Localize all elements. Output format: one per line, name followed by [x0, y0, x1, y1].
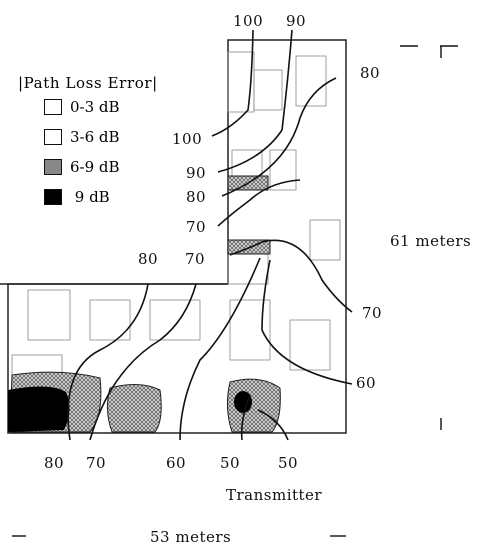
legend-label: 9 dB [70, 188, 110, 206]
contour-label: 90 [186, 164, 207, 182]
legend-swatch-light [44, 129, 62, 145]
legend-item-9: 9 dB [44, 188, 110, 208]
contour-label: 90 [286, 12, 307, 30]
contour-label: 70 [86, 454, 107, 472]
contour-label: 70 [186, 218, 207, 236]
legend-item-3-6: 3-6 dB [44, 128, 120, 148]
contour-label: 50 [220, 454, 241, 472]
contour-label: 80 [186, 188, 207, 206]
legend-item-6-9: 6-9 dB [44, 158, 120, 178]
legend-label: 0-3 dB [70, 98, 120, 116]
contour-label: 100 [172, 130, 203, 148]
contour-label: 100 [233, 12, 264, 30]
contour-label: 60 [356, 374, 377, 392]
legend: |Path Loss Error| 0-3 dB 3-6 dB 6-9 dB 9… [18, 74, 208, 206]
contour-label: 50 [278, 454, 299, 472]
legend-item-0-3: 0-3 dB [44, 98, 120, 118]
black-region [8, 386, 70, 432]
transmitter-marker [234, 391, 252, 413]
height-dimension-label: 61 meters [390, 232, 472, 250]
transmitter-label: Transmitter [226, 486, 323, 504]
contour-label: 70 [185, 250, 206, 268]
error-regions [8, 175, 281, 433]
legend-label: 6-9 dB [70, 158, 120, 176]
contour-label: 80 [44, 454, 65, 472]
width-dimension-label: 53 meters [150, 528, 232, 546]
room-partitions [11, 51, 341, 378]
contour-label: 80 [360, 64, 381, 82]
legend-title: |Path Loss Error| [18, 74, 158, 92]
contour-label: 80 [138, 250, 159, 268]
legend-swatch-dark [44, 159, 62, 175]
legend-swatch-black [44, 189, 62, 205]
contour-label: 60 [166, 454, 187, 472]
legend-label: 3-6 dB [70, 128, 120, 146]
legend-swatch-white [44, 99, 62, 115]
height-scale-markers [400, 45, 458, 430]
contour-label: 70 [362, 304, 383, 322]
contour-lines [67, 29, 353, 441]
